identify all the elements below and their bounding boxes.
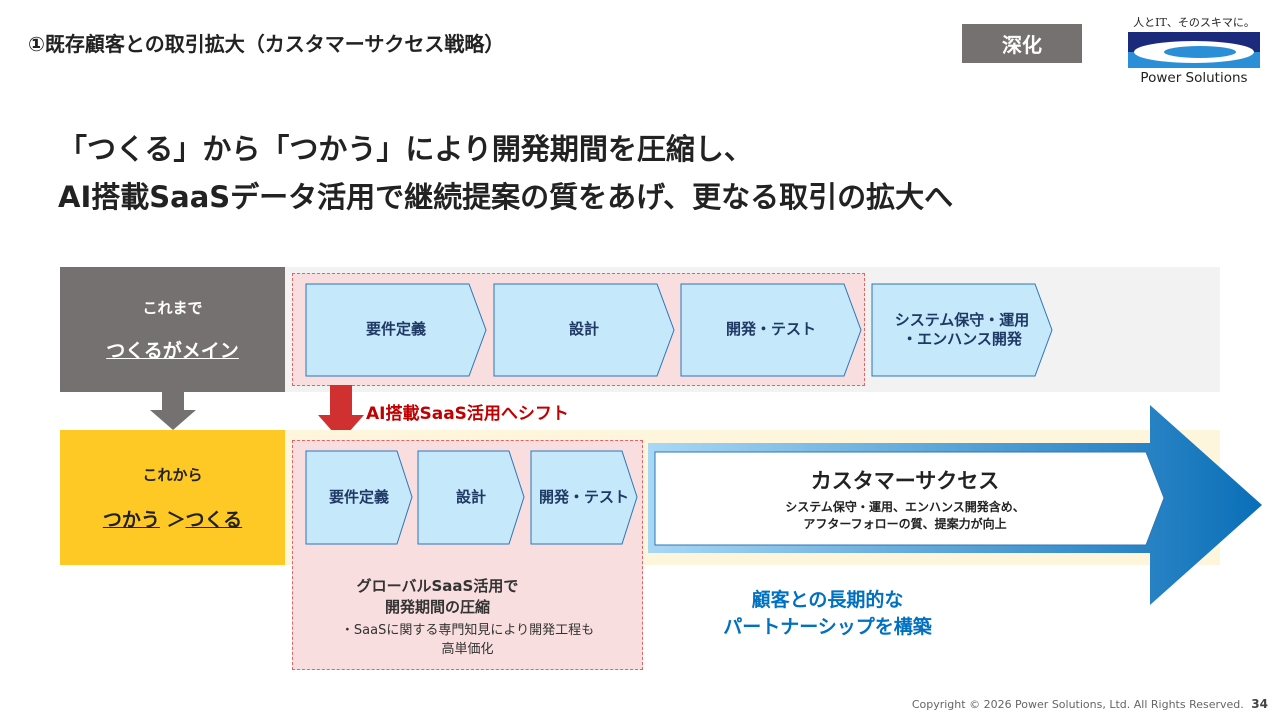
step-label: システム保守・運用 [894, 310, 1030, 329]
shift-label: AI搭載SaaS活用へシフト [366, 404, 569, 424]
down-arrow-gray-icon [150, 392, 196, 430]
step-label: 開発・テスト [538, 487, 629, 506]
before-label-box: これまで つくるがメイン [60, 267, 285, 392]
use-label: つかう [102, 508, 160, 531]
page-number: 34 [1251, 697, 1268, 711]
after-small-label: これから [142, 465, 203, 484]
partnership-text: 顧客との長期的な パートナーシップを構築 [700, 587, 955, 640]
saas-note-bullet-2: 高単価化 [441, 642, 494, 657]
headline-line2: AI搭載SaaSデータ活用で継続提案の質をあげ、更なる取引の拡大へ [58, 180, 954, 214]
saas-note: グローバルSaaS活用で 開発期間の圧縮 ・SaaSに関する専門知見により開発工… [295, 575, 640, 657]
saas-note-bullet-1: ・SaaSに関する専門知見により開発工程も [340, 623, 595, 638]
after-step-requirements: 要件定義 [305, 450, 413, 545]
step-label: 設計 [568, 320, 599, 339]
before-step-dev-test: 開発・テスト [680, 283, 862, 377]
partnership-line-2: パートナーシップを構築 [723, 615, 932, 638]
deepening-badge: 深化 [962, 24, 1082, 63]
big-growth-arrow-icon [648, 405, 1262, 605]
logo-mark-icon [1128, 32, 1260, 68]
copyright: Copyright © 2026 Power Solutions, Ltd. A… [911, 698, 1244, 711]
before-step-maintenance: システム保守・運用・エンハンス開発 [871, 283, 1053, 377]
company-logo: 人とIT、そのスキマに。 Power Solutions [1125, 14, 1263, 94]
step-label: 設計 [455, 487, 486, 506]
logo-tagline: 人とIT、そのスキマに。 [1133, 16, 1255, 29]
greater-than: ＞ [166, 508, 186, 531]
saas-note-title-1: グローバルSaaS活用で [356, 577, 519, 595]
headline-line1: 「つくる」から「つかう」により開発期間を圧縮し、 [58, 132, 753, 166]
cs-desc-2: アフターフォローの質、提案力が向上 [803, 517, 1007, 531]
partnership-line-1: 顧客との長期的な [751, 589, 904, 611]
cs-title: カスタマーサクセス [810, 469, 1000, 493]
after-main-label: つかう ＞つくる [103, 505, 242, 532]
step-label: 要件定義 [365, 320, 426, 339]
footer: Copyright © 2026 Power Solutions, Ltd. A… [912, 697, 1268, 711]
before-step-design: 設計 [493, 283, 675, 377]
before-step-requirements: 要件定義 [305, 283, 487, 377]
after-step-dev-test: 開発・テスト [530, 450, 638, 545]
cs-desc-1: システム保守・運用、エンハンス開発含め、 [785, 500, 1025, 514]
down-arrow-red-icon [318, 385, 364, 441]
before-small-label: これまで [142, 298, 203, 317]
after-step-design: 設計 [417, 450, 525, 545]
customer-success-box: カスタマーサクセス システム保守・運用、エンハンス開発含め、 アフターフォローの… [655, 452, 1155, 545]
after-label-box: これから つかう ＞つくる [60, 430, 285, 565]
step-label: ・エンハンス開発 [902, 330, 1022, 348]
logo-name: Power Solutions [1140, 70, 1248, 86]
step-label: 要件定義 [328, 487, 389, 506]
before-main-label: つくるがメイン [106, 339, 239, 362]
step-label: 開発・テスト [725, 320, 816, 339]
make-label: つくる [185, 508, 243, 531]
section-title: ①既存顧客との取引拡大（カスタマーサクセス戦略） [28, 32, 505, 56]
saas-note-title-2: 開発期間の圧縮 [384, 598, 490, 616]
